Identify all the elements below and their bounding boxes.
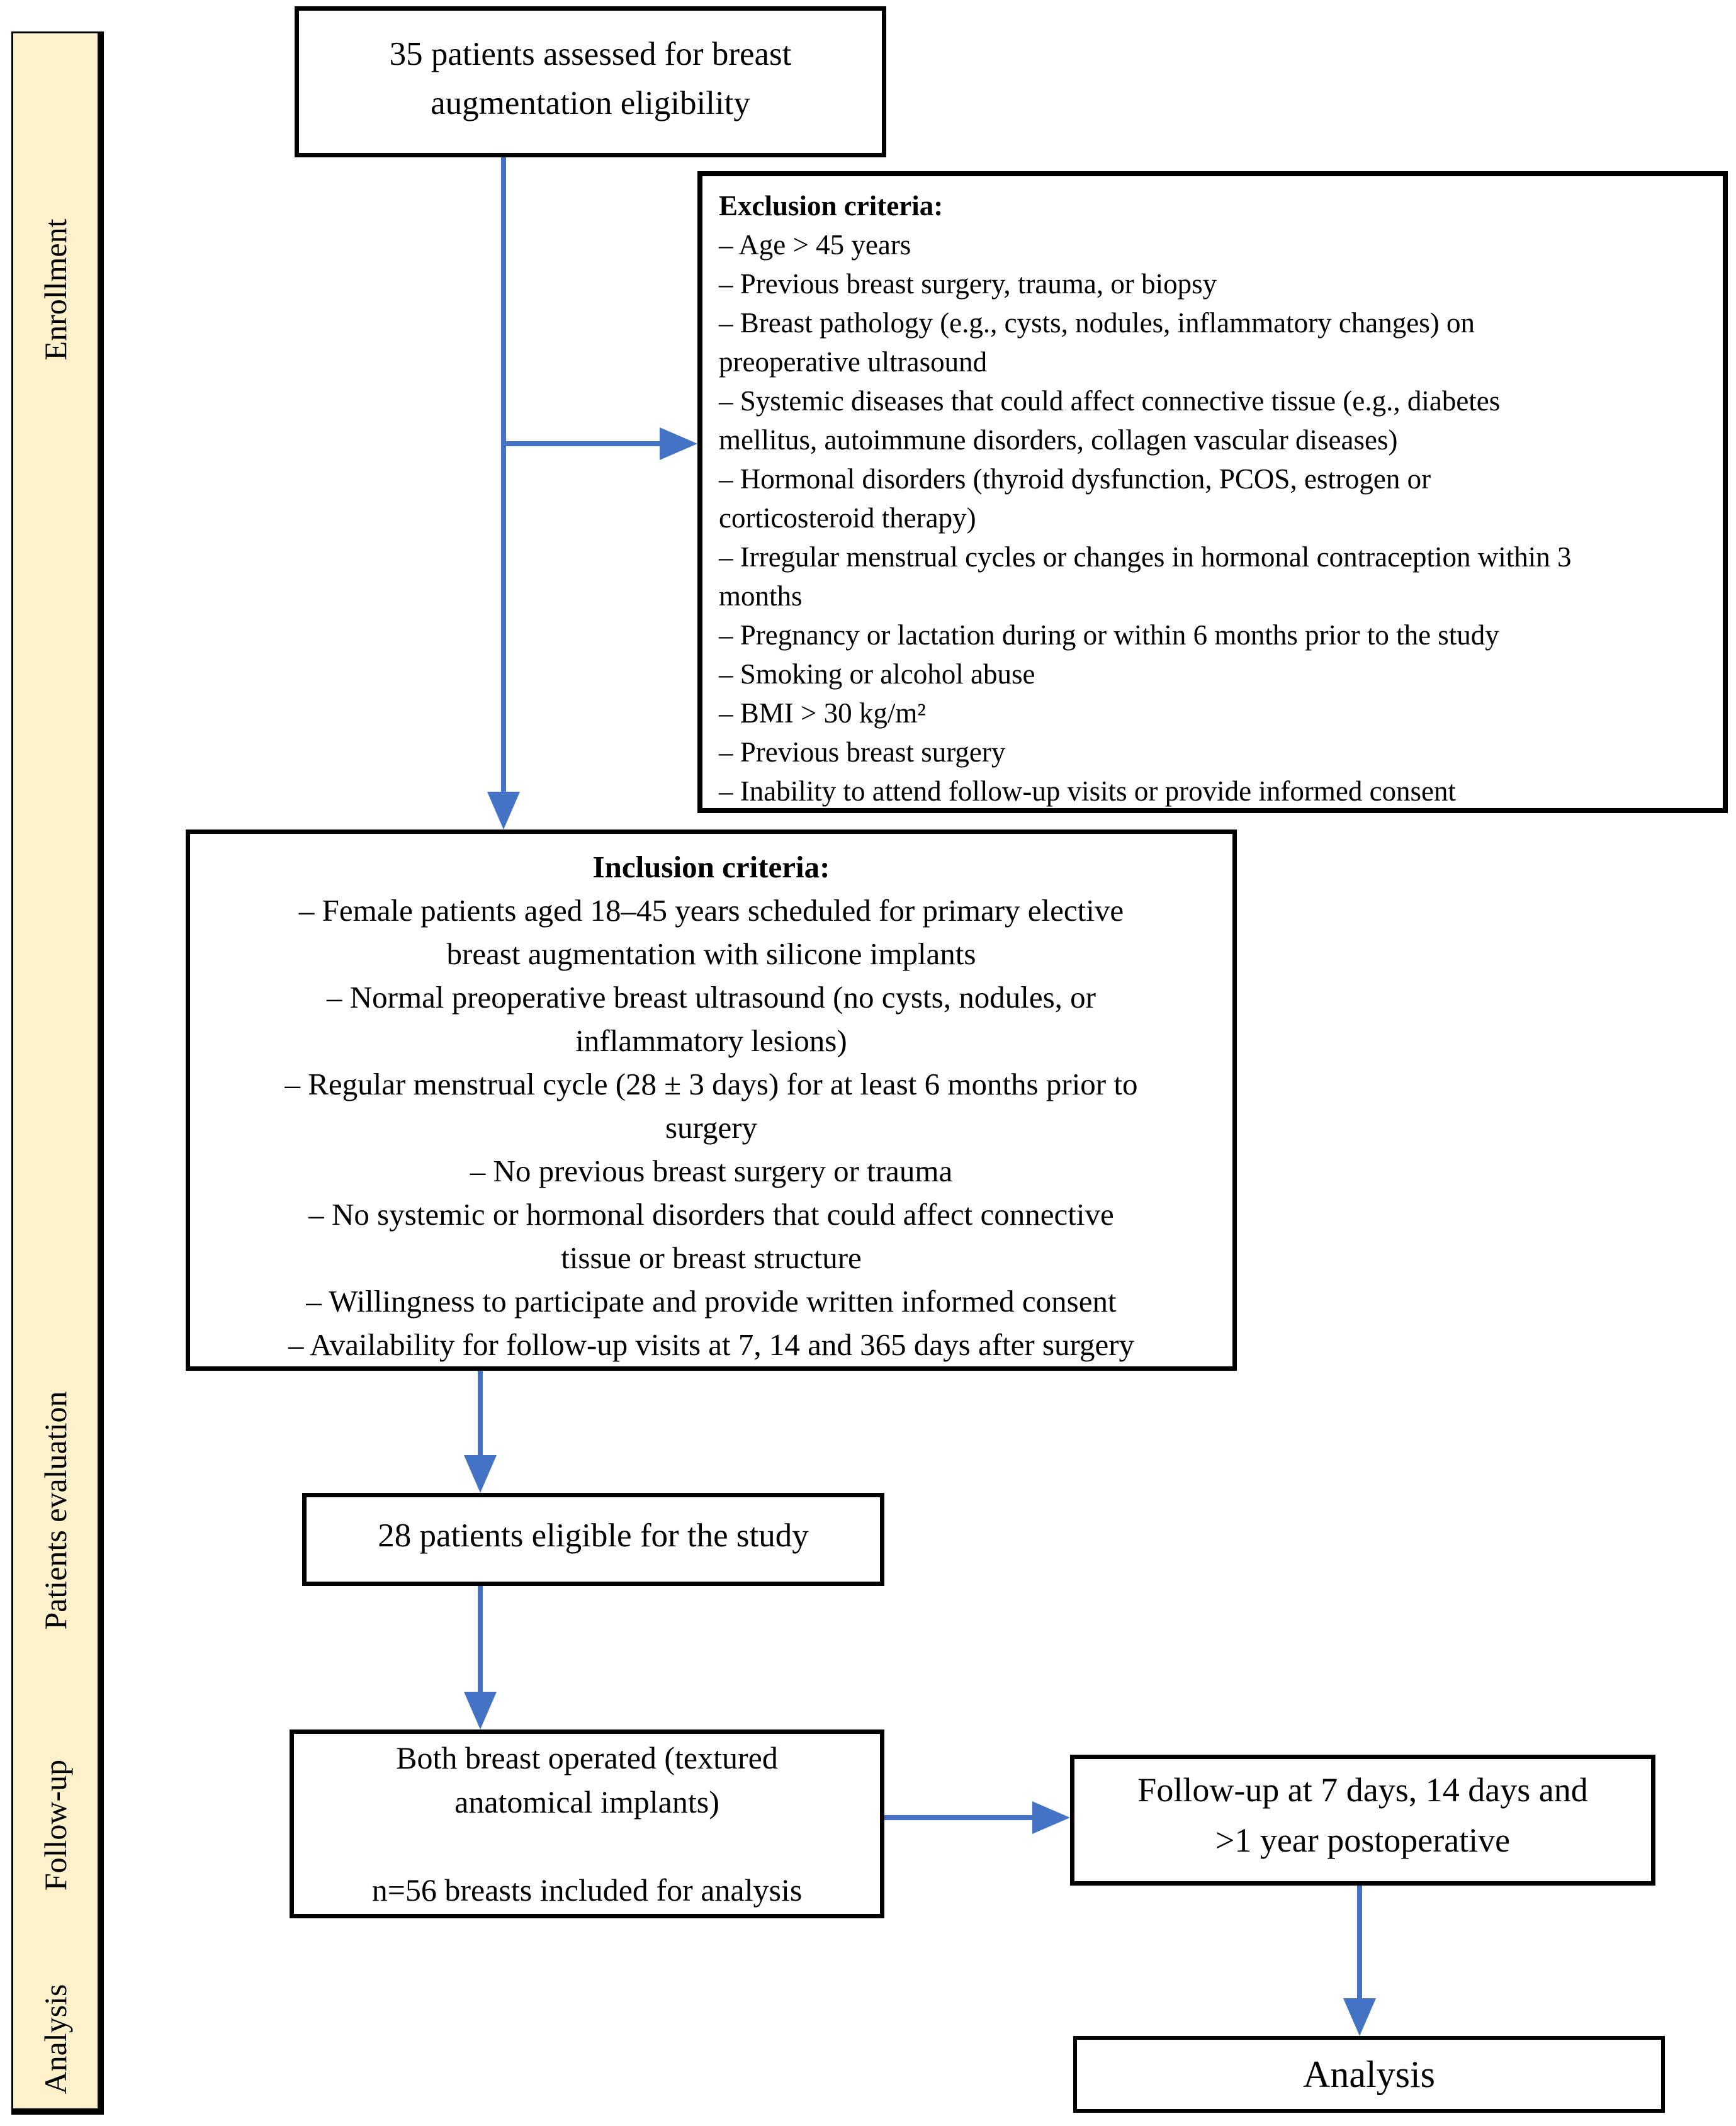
phase-label-patients-evaluation: Patients evaluation xyxy=(38,1391,73,1630)
arrow-head-down-icon xyxy=(487,792,520,830)
box-followup-schedule: Follow-up at 7 days, 14 days and >1 year… xyxy=(1070,1755,1655,1886)
patients-assessed-text: 35 patients assessed for breast augmenta… xyxy=(389,36,792,121)
box-patients-assessed: 35 patients assessed for breast augmenta… xyxy=(295,6,886,157)
arrow-head-down-icon xyxy=(1343,1998,1376,2036)
box-exclusion-criteria: Exclusion criteria: – Age > 45 years – P… xyxy=(697,171,1728,813)
exclusion-criteria-list: – Age > 45 years – Previous breast surge… xyxy=(719,229,1572,807)
phase-sidebar xyxy=(11,31,104,2115)
followup-schedule-text: Follow-up at 7 days, 14 days and >1 year… xyxy=(1137,1771,1588,1859)
analysis-text: Analysis xyxy=(1303,2053,1435,2095)
patients-eligible-text: 28 patients eligible for the study xyxy=(378,1517,809,1554)
arrow-shaft xyxy=(501,157,506,792)
arrow-head-down-icon xyxy=(464,1692,497,1729)
box-patients-eligible: 28 patients eligible for the study xyxy=(302,1493,884,1586)
phase-label-follow-up: Follow-up xyxy=(38,1759,73,1891)
phase-label-enrollment: Enrollment xyxy=(38,218,73,361)
exclusion-criteria-title: Exclusion criteria: xyxy=(719,190,944,222)
inclusion-criteria-list: – Female patients aged 18–45 years sched… xyxy=(285,893,1138,1362)
arrow-head-right-icon xyxy=(1032,1801,1070,1834)
breasts-operated-text: Both breast operated (textured anatomica… xyxy=(371,1740,803,1908)
arrow-shaft xyxy=(504,441,660,446)
arrow-shaft xyxy=(884,1815,1032,1820)
box-breasts-operated: Both breast operated (textured anatomica… xyxy=(290,1729,884,1918)
phase-label-analysis: Analysis xyxy=(38,1984,73,2095)
inclusion-criteria-title: Inclusion criteria: xyxy=(592,850,830,884)
arrow-head-down-icon xyxy=(464,1455,497,1493)
arrow-shaft xyxy=(1357,1886,1362,1998)
arrow-head-right-icon xyxy=(660,427,697,460)
box-inclusion-criteria: Inclusion criteria: – Female patients ag… xyxy=(186,830,1237,1371)
arrow-shaft xyxy=(478,1586,483,1692)
arrow-shaft xyxy=(478,1371,483,1455)
box-analysis: Analysis xyxy=(1073,2036,1665,2113)
